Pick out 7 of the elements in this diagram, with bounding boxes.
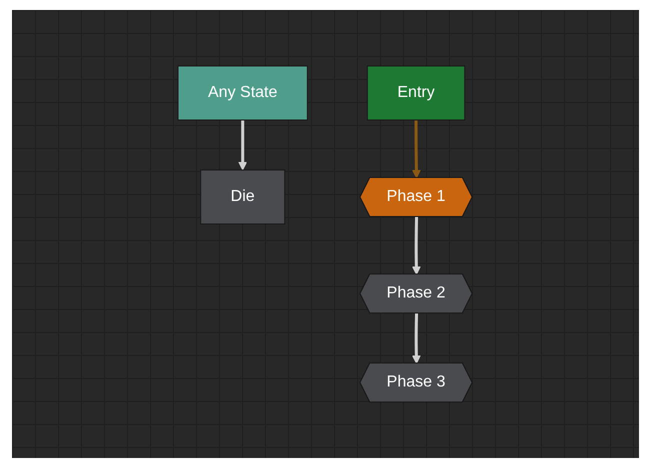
arrow [412,313,422,364]
arrow [412,120,422,178]
node-box: Die [200,170,286,224]
arrow [412,216,422,275]
node-box: Any State [178,66,308,120]
arrow [238,120,248,170]
node-box: Entry [367,66,466,120]
